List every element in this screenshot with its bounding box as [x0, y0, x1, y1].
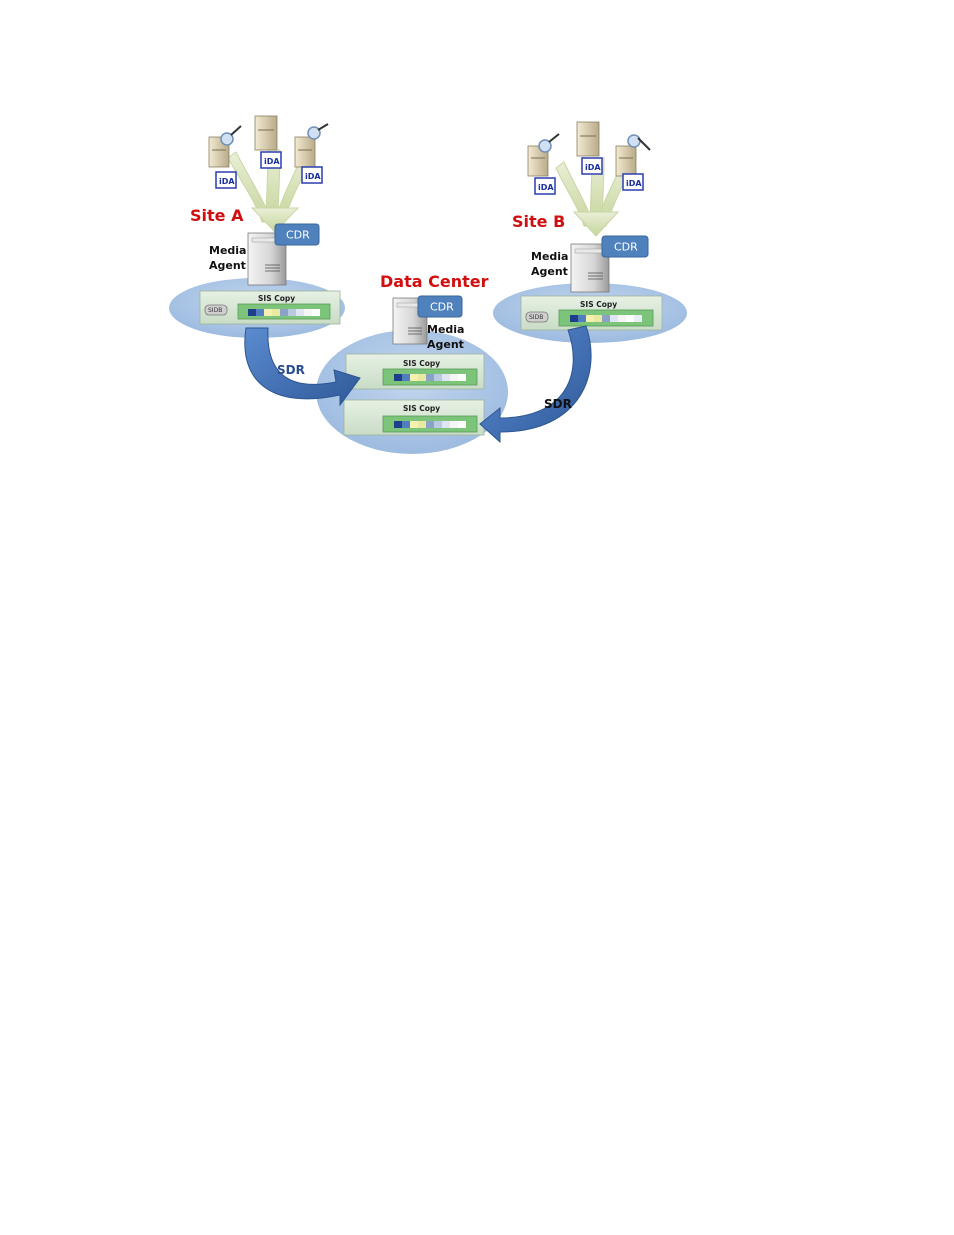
- site-b-sis-label: SIS Copy: [580, 300, 617, 309]
- site-b-block-strip: [570, 315, 642, 322]
- client-server-1: iDA: [528, 134, 559, 194]
- site-b-title: Site B: [512, 212, 565, 231]
- client-server-2: iDA: [577, 122, 602, 174]
- site-b-disk-label: SIDB: [529, 314, 543, 321]
- site-b-agent-label: Agent: [531, 265, 568, 278]
- server-icon: [255, 116, 277, 150]
- data-center-media-label: Media: [427, 323, 464, 336]
- data-center-group: Data Center CDR Media Agent SIS Copy: [316, 272, 508, 454]
- right-flow-label: SDR: [544, 397, 572, 411]
- ida-badge-label: iDA: [585, 163, 601, 172]
- site-a-title: Site A: [190, 206, 244, 225]
- site-b-cdr-label: CDR: [614, 241, 638, 254]
- data-center-block-strip-1: [394, 374, 466, 381]
- server-icon: [577, 122, 599, 156]
- data-center-cdr-label: CDR: [430, 301, 454, 314]
- site-a-block-strip: [248, 309, 320, 316]
- data-center-title: Data Center: [380, 272, 489, 291]
- site-a-agent-label: Agent: [209, 259, 246, 272]
- server-icon: [616, 146, 636, 176]
- client-server-2: iDA: [255, 116, 281, 168]
- site-a-media-label: Media: [209, 244, 246, 257]
- left-flow-label: SDR: [277, 363, 305, 377]
- data-center-block-strip-2: [394, 421, 466, 428]
- site-a-group: iDA iDA iDA Site A CDR: [169, 116, 345, 338]
- ida-badge-label: iDA: [626, 179, 642, 188]
- site-a-cdr-label: CDR: [286, 229, 310, 242]
- data-center-sis-label-1: SIS Copy: [403, 359, 440, 368]
- ida-badge-label: iDA: [538, 183, 554, 192]
- ida-badge-label: iDA: [219, 177, 235, 186]
- site-b-media-label: Media: [531, 250, 568, 263]
- site-a-disk-label: SIDB: [208, 307, 222, 314]
- site-b-group: iDA iDA iDA Site B CDR Media Agen: [493, 122, 687, 343]
- data-center-sis-label-2: SIS Copy: [403, 404, 440, 413]
- data-center-agent-label: Agent: [427, 338, 464, 351]
- server-icon: [295, 137, 315, 167]
- ida-badge-label: iDA: [305, 172, 321, 181]
- magnifier-icon: [628, 135, 640, 147]
- ida-badge-label: iDA: [264, 157, 280, 166]
- site-a-sis-label: SIS Copy: [258, 294, 295, 303]
